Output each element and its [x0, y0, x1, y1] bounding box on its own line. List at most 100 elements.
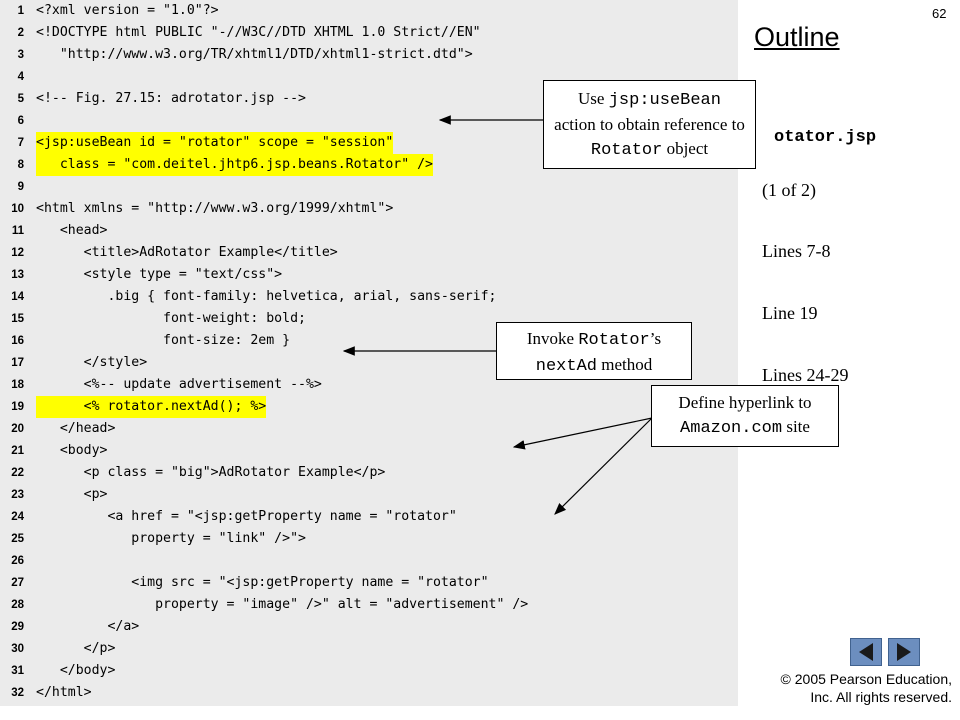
- line-number: 6: [17, 115, 24, 127]
- right-triangle-icon: [897, 643, 911, 661]
- line-number: 9: [17, 181, 24, 193]
- code-text: </p>: [36, 641, 116, 656]
- side-note-lines-24-29: Lines 24-29: [762, 365, 849, 385]
- line-number: 31: [11, 665, 24, 677]
- code-line: 2<!DOCTYPE html PUBLIC "-//W3C//DTD XHTM…: [0, 22, 738, 44]
- line-number: 28: [11, 599, 24, 611]
- callout-nextad-mid: ’s: [649, 329, 662, 348]
- line-number: 14: [11, 291, 24, 303]
- code-text: <% rotator.nextAd(); %>: [36, 396, 267, 418]
- line-number: 29: [11, 621, 24, 633]
- callout-nextad: Invoke Rotator’s nextAd method: [496, 322, 692, 380]
- callout-usebean: Use jsp:useBean action to obtain referen…: [543, 80, 756, 169]
- file-label: otator.jsp: [774, 128, 877, 147]
- line-number: 1: [17, 5, 24, 17]
- code-line: 17 </style>: [0, 352, 738, 374]
- code-line: 9: [0, 176, 738, 198]
- code-line: 1 <?xml version = "1.0"?>: [0, 0, 738, 22]
- code-line: 32</html>: [0, 682, 738, 704]
- line-number: 5: [17, 93, 24, 105]
- code-text: class = "com.deitel.jhtp6.jsp.beans.Rota…: [36, 154, 433, 176]
- code-text: <!DOCTYPE html PUBLIC "-//W3C//DTD XHTML…: [36, 25, 481, 40]
- code-text: <!-- Fig. 27.15: adrotator.jsp -->: [36, 91, 306, 106]
- code-line: 31 </body>: [0, 660, 738, 682]
- prev-slide-button[interactable]: [850, 638, 882, 666]
- line-number: 26: [11, 555, 24, 567]
- code-text: <%-- update advertisement --%>: [36, 377, 322, 392]
- code-line: 5 <!-- Fig. 27.15: adrotator.jsp -->: [0, 88, 738, 110]
- code-text: .big { font-family: helvetica, arial, sa…: [36, 289, 497, 304]
- code-line: 24 <a href = "<jsp:getProperty name = "r…: [0, 506, 738, 528]
- code-line: 30 </p>: [0, 638, 738, 660]
- copyright-icon: ©: [780, 671, 791, 687]
- code-text: <a href = "<jsp:getProperty name = "rota…: [36, 509, 457, 524]
- code-text: <title>AdRotator Example</title>: [36, 245, 338, 260]
- code-line: 16 font-size: 2em }: [0, 330, 738, 352]
- callout-usebean-post: object: [662, 139, 709, 158]
- code-line: 25 property = "link" />">: [0, 528, 738, 550]
- side-note-line-19: Line 19: [762, 303, 818, 323]
- code-line: 26: [0, 550, 738, 572]
- outline-title: Outline: [754, 22, 840, 52]
- callout-hyperlink-code: Amazon.com: [680, 419, 783, 438]
- callout-usebean-code: jsp:useBean: [608, 91, 721, 110]
- copyright-notice: © 2005 Pearson Education, Inc. All right…: [781, 670, 952, 706]
- code-text: property = "link" />">: [36, 531, 306, 546]
- code-line: 3 "http://www.w3.org/TR/xhtml1/DTD/xhtml…: [0, 44, 738, 66]
- code-text: </html>: [36, 685, 92, 700]
- code-text: <style type = "text/css">: [36, 267, 283, 282]
- code-line: 6: [0, 110, 738, 132]
- line-number: 25: [11, 533, 24, 545]
- code-text: </head>: [36, 421, 116, 436]
- callout-usebean-code2: Rotator: [590, 141, 663, 160]
- line-number: 30: [11, 643, 24, 655]
- callout-usebean-rest: action to obtain reference to: [554, 115, 745, 134]
- line-number: 11: [11, 225, 24, 237]
- callout-nextad-code: Rotator: [578, 331, 650, 350]
- line-number: 17: [11, 357, 24, 369]
- code-line: 22 <p class = "big">AdRotator Example</p…: [0, 462, 738, 484]
- code-text: </style>: [36, 355, 148, 370]
- side-note-lines-7-8: Lines 7-8: [762, 241, 831, 261]
- code-line: 27 <img src = "<jsp:getProperty name = "…: [0, 572, 738, 594]
- line-number: 27: [11, 577, 24, 589]
- line-number: 3: [17, 49, 24, 61]
- copyright-line2: Inc. All rights reserved.: [810, 689, 952, 705]
- code-line: 29 </a>: [0, 616, 738, 638]
- page-number: 62: [932, 6, 947, 21]
- code-text: <?xml version = "1.0"?>: [36, 3, 219, 18]
- line-number: 13: [11, 269, 24, 281]
- line-number: 19: [11, 401, 24, 413]
- line-number: 18: [11, 379, 24, 391]
- code-line: 19 <% rotator.nextAd(); %>: [0, 396, 738, 418]
- left-triangle-icon: [859, 643, 873, 661]
- line-number: 23: [11, 489, 24, 501]
- line-number: 12: [11, 247, 24, 259]
- code-line: 8 class = "com.deitel.jhtp6.jsp.beans.Ro…: [0, 154, 738, 176]
- code-line: 4: [0, 66, 738, 88]
- line-number: 7: [17, 137, 24, 149]
- code-text: font-size: 2em }: [36, 333, 291, 348]
- code-line: 20 </head>: [0, 418, 738, 440]
- code-text: <body>: [36, 443, 108, 458]
- code-text: </a>: [36, 619, 140, 634]
- line-number: 21: [11, 445, 24, 457]
- code-text: <img src = "<jsp:getProperty name = "rot…: [36, 575, 489, 590]
- line-number: 15: [11, 313, 24, 325]
- line-number: 4: [17, 71, 24, 83]
- code-line: 14 .big { font-family: helvetica, arial,…: [0, 286, 738, 308]
- code-line: 7<jsp:useBean id = "rotator" scope = "se…: [0, 132, 738, 154]
- code-text: <p class = "big">AdRotator Example</p>: [36, 465, 386, 480]
- side-note-pages: (1 of 2): [762, 180, 816, 200]
- line-number: 24: [11, 511, 24, 523]
- code-line: 10<html xmlns = "http://www.w3.org/1999/…: [0, 198, 738, 220]
- next-slide-button[interactable]: [888, 638, 920, 666]
- callout-nextad-code2: nextAd: [535, 357, 597, 376]
- code-text: </body>: [36, 663, 116, 678]
- code-line: 11 <head>: [0, 220, 738, 242]
- callout-nextad-post: method: [596, 355, 653, 374]
- code-line: 21 <body>: [0, 440, 738, 462]
- code-line: 18 <%-- update advertisement --%>: [0, 374, 738, 396]
- code-text: <head>: [36, 223, 108, 238]
- copyright-line1: 2005 Pearson Education,: [790, 671, 952, 687]
